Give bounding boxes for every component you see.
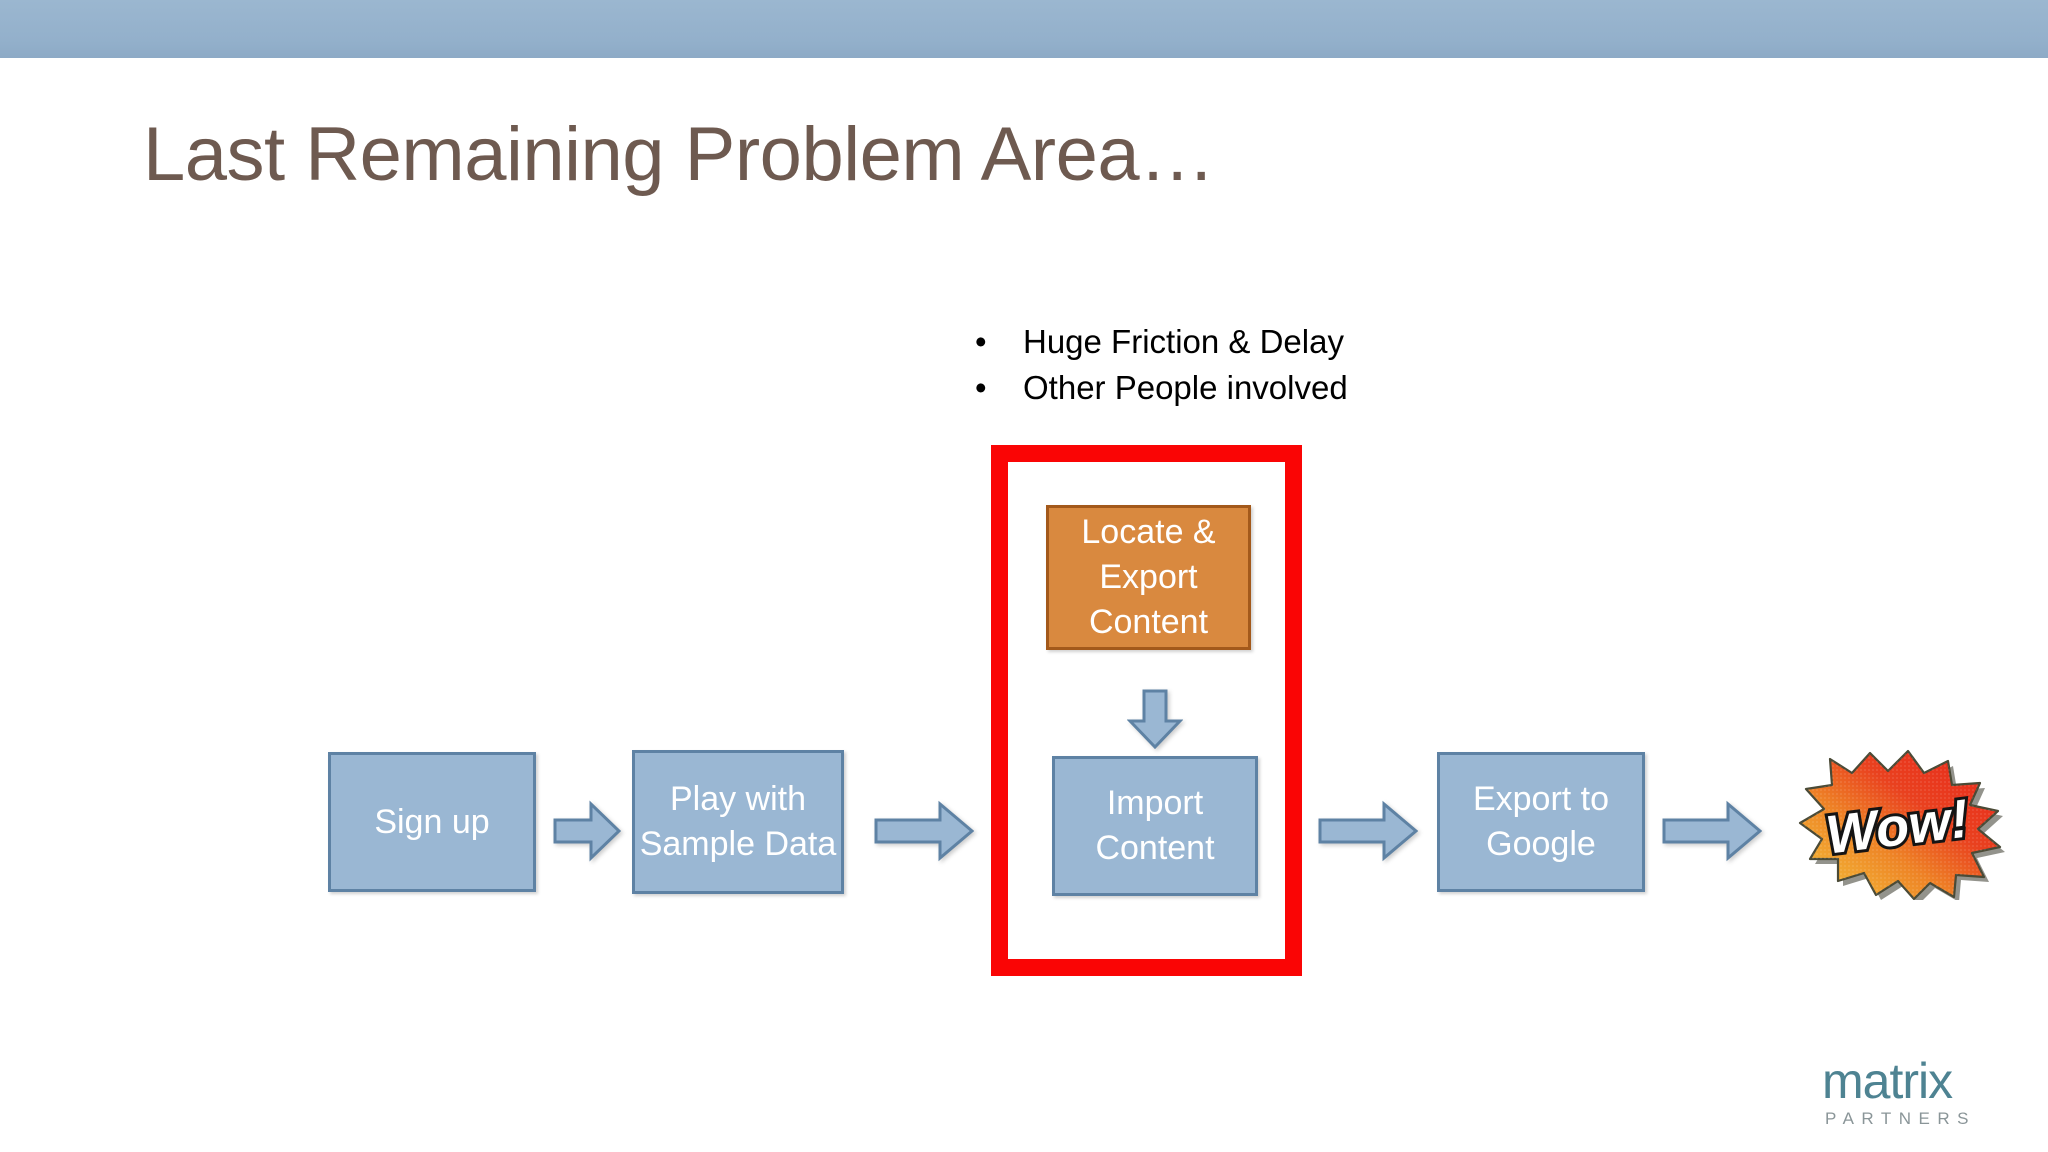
list-item-label: Other People involved [1023,369,1348,406]
brand-tagline: PARTNERS [1825,1109,1977,1128]
flow-step-import-content[interactable]: Import Content [1052,756,1258,896]
brand-name: matrix [1822,1053,1953,1109]
flow-step-sign-up[interactable]: Sign up [328,752,536,892]
flow-arrow-right-icon [553,800,622,862]
flow-arrow-right-icon [1662,800,1763,862]
flow-arrow-right-icon [874,800,975,862]
wow-starburst-icon: Wow! [1796,745,2008,900]
flow-step-play-with-sample-data[interactable]: Play with Sample Data [632,750,844,894]
flow-step-label: Locate & Export Content [1081,513,1216,641]
list-item: • Huge Friction & Delay [975,323,1535,369]
flow-step-label: Export to Google [1472,780,1610,863]
flow-step-label: Play with Sample Data [639,780,837,863]
flow-step-locate-and-export-content[interactable]: Locate & Export Content [1046,505,1251,650]
flow-arrow-right-icon [1318,800,1419,862]
list-item-label: Huge Friction & Delay [1023,323,1344,360]
brand-logo: matrix PARTNERS [1822,1055,2032,1129]
page-title: Last Remaining Problem Area… [143,112,1215,197]
flow-step-label: Import Content [1095,784,1215,867]
problem-callout-list: • Huge Friction & Delay • Other People i… [975,323,1535,415]
problem-area-highlight-frame [991,445,1302,976]
top-decorative-band [0,0,2048,58]
bullet-icon: • [975,323,987,360]
flow-arrow-down-icon [1126,689,1184,750]
flow-step-label: Sign up [374,802,490,841]
list-item: • Other People involved [975,369,1535,415]
flow-step-export-to-google[interactable]: Export to Google [1437,752,1645,892]
bullet-icon: • [975,369,987,406]
